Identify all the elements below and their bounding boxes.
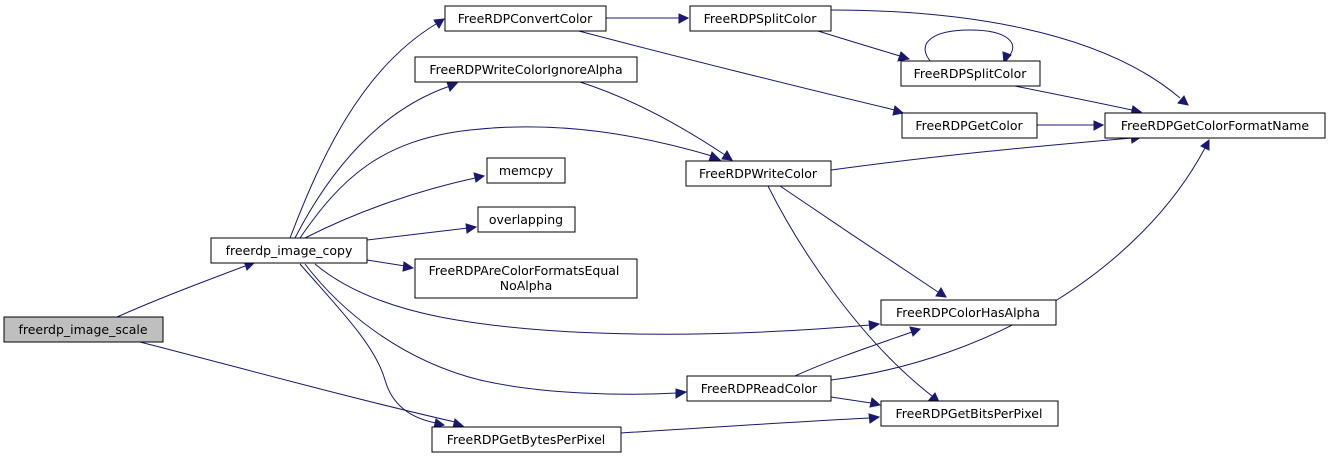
edge-image-copy-to-write-ignore-alpha: [294, 81, 460, 239]
node-convert-color[interactable]: FreeRDPConvertColor: [444, 5, 607, 32]
node-label-convert-color: FreeRDPConvertColor: [458, 11, 593, 26]
node-label-color-has-alpha: FreeRDPColorHasAlpha: [896, 305, 1040, 320]
edge-image-copy-to-are-equal-noalpha: [366, 259, 415, 272]
edges: [116, 9, 1210, 434]
node-split-color-b[interactable]: FreeRDPSplitColor: [900, 60, 1041, 87]
edge-image-copy-to-memcpy: [304, 172, 486, 239]
node-label-freerdp-image-scale: freerdp_image_scale: [18, 322, 147, 337]
node-freerdp-image-copy[interactable]: freerdp_image_copy: [210, 237, 368, 264]
edge-image-copy-to-convert-color: [289, 18, 445, 239]
node-get-bits-per-pixel[interactable]: FreeRDPGetBitsPerPixel: [880, 400, 1059, 427]
edge-image-scale-to-image-copy: [116, 260, 256, 318]
node-label-overlapping: overlapping: [489, 212, 563, 227]
edge-convert-color-to-get-color: [574, 29, 905, 116]
node-label-get-bits-per-pixel: FreeRDPGetBitsPerPixel: [896, 406, 1043, 421]
node-freerdp-image-scale: freerdp_image_scale: [3, 316, 164, 343]
node-label-line-1: FreeRDPAreColorFormatsEqual: [429, 263, 620, 278]
node-label-write-color-ignore-alpha: FreeRDPWriteColorIgnoreAlpha: [429, 62, 622, 77]
edge-convert-color-to-split-color-a: [606, 13, 690, 24]
edge-get-color-to-format-name: [1036, 120, 1105, 131]
edge-split-color-b-to-format-name: [1014, 85, 1143, 116]
node-memcpy: memcpy: [486, 157, 566, 184]
edge-bytes-per-pixel-to-bits-per-pixel: [620, 413, 881, 434]
node-label-freerdp-image-copy: freerdp_image_copy: [226, 243, 353, 258]
nodes: freerdp_image_scale freerdp_image_copy F…: [3, 5, 1326, 453]
node-get-bytes-per-pixel[interactable]: FreeRDPGetBytesPerPixel: [431, 426, 622, 453]
node-read-color[interactable]: FreeRDPReadColor: [686, 375, 832, 402]
edge-split-color-a-to-split-color-b: [814, 29, 911, 62]
node-overlapping[interactable]: overlapping: [477, 206, 576, 233]
node-get-color[interactable]: FreeRDPGetColor: [901, 112, 1038, 139]
node-label-get-color: FreeRDPGetColor: [915, 118, 1023, 133]
node-are-color-formats-equal-noalpha[interactable]: FreeRDPAreColorFormatsEqual NoAlpha: [414, 258, 638, 299]
node-label-line-2: NoAlpha: [500, 278, 553, 293]
node-color-has-alpha[interactable]: FreeRDPColorHasAlpha: [880, 299, 1057, 326]
node-split-color-a[interactable]: FreeRDPSplitColor: [689, 5, 832, 32]
edge-read-color-to-bits-per-pixel: [830, 396, 882, 408]
node-write-color[interactable]: FreeRDPWriteColor: [685, 160, 832, 187]
edge-read-color-to-has-alpha: [794, 326, 922, 377]
node-label-split-color-b: FreeRDPSplitColor: [914, 66, 1028, 81]
edge-split-color-b-self-loop: [924, 29, 1014, 65]
edge-write-ignore-alpha-to-write-color: [579, 81, 733, 161]
node-label-memcpy: memcpy: [499, 163, 554, 178]
node-get-color-format-name[interactable]: FreeRDPGetColorFormatName: [1104, 112, 1326, 139]
node-label-split-color-a: FreeRDPSplitColor: [704, 11, 818, 26]
edge-read-color-to-format-name: [830, 139, 1210, 381]
edge-write-color-to-has-alpha: [779, 185, 947, 298]
node-label-write-color: FreeRDPWriteColor: [699, 166, 818, 181]
node-write-color-ignore-alpha[interactable]: FreeRDPWriteColorIgnoreAlpha: [414, 56, 638, 83]
node-label-are-color-formats-equal-noalpha: FreeRDPAreColorFormatsEqual NoAlpha: [429, 263, 624, 293]
node-label-get-bytes-per-pixel: FreeRDPGetBytesPerPixel: [447, 432, 606, 447]
node-label-get-color-format-name: FreeRDPGetColorFormatName: [1121, 118, 1310, 133]
edge-split-color-a-to-format-name: [829, 9, 1189, 106]
edge-image-copy-to-overlapping: [366, 223, 478, 241]
edge-write-color-to-bits-per-pixel: [767, 185, 940, 403]
node-label-read-color: FreeRDPReadColor: [701, 381, 818, 396]
edge-write-color-to-format-name: [830, 133, 1143, 171]
edge-image-copy-to-read-color: [304, 263, 688, 399]
edge-image-copy-to-has-alpha: [314, 263, 881, 335]
